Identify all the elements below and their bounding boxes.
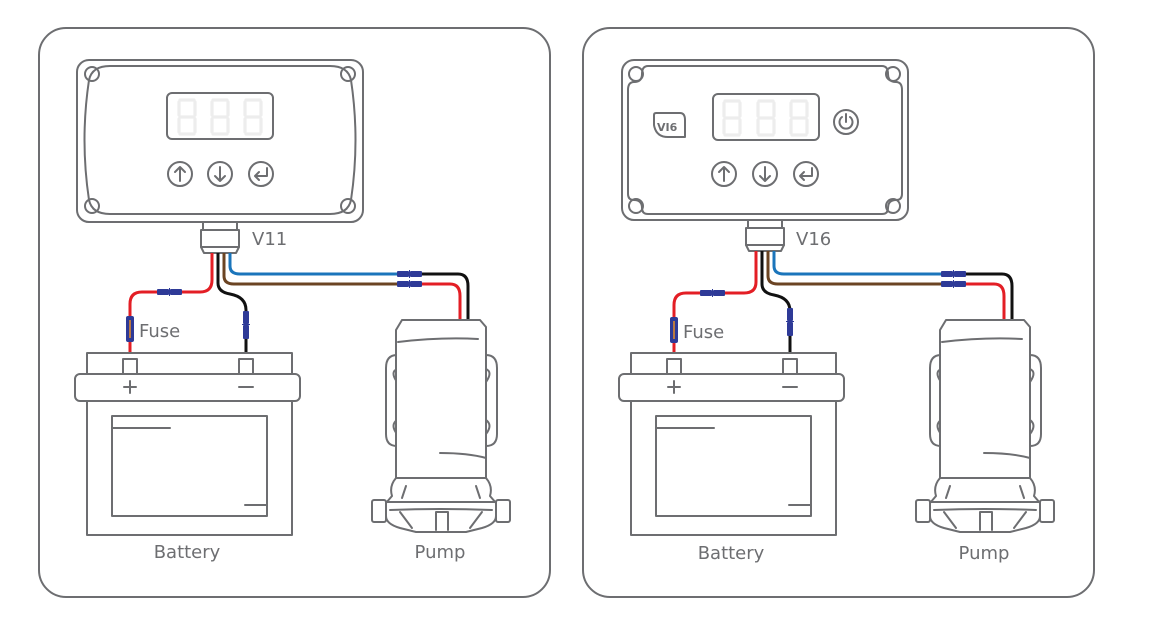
pump-label: Pump <box>415 542 466 563</box>
panel-frame <box>38 27 551 598</box>
panel-v16: VI6 <box>582 27 1095 598</box>
butt-connector <box>157 288 182 296</box>
arrow-down-icon <box>759 166 771 182</box>
fuse-label: Fuse <box>683 322 724 343</box>
wire-blue <box>772 251 944 276</box>
enter-button[interactable] <box>248 161 274 187</box>
controller-label: V16 <box>796 229 831 250</box>
mount-hole-icon <box>885 198 901 214</box>
fuse <box>670 317 678 343</box>
pump <box>915 319 1055 533</box>
wire-blue <box>228 253 400 276</box>
butt-connector <box>700 289 725 297</box>
power-icon <box>838 113 854 130</box>
butt-connector <box>941 280 966 288</box>
power-button[interactable] <box>833 109 859 135</box>
arrow-down-icon <box>214 166 226 182</box>
down-button[interactable] <box>752 161 778 187</box>
up-button[interactable] <box>711 161 737 187</box>
battery-label: Battery <box>154 542 221 563</box>
controller-v16: VI6 <box>621 59 909 252</box>
mount-hole-icon <box>340 198 356 214</box>
wire-brown <box>766 251 944 286</box>
butt-connector <box>397 280 422 288</box>
pump <box>371 319 511 533</box>
mount-hole-icon <box>885 66 901 82</box>
pump-wire-red <box>420 282 462 322</box>
pump-wire-black <box>420 272 470 322</box>
battery-label: Battery <box>698 543 765 564</box>
butt-connector <box>397 270 422 278</box>
enter-icon <box>254 167 268 181</box>
mount-hole-icon <box>84 198 100 214</box>
seven-segment-display <box>166 92 274 140</box>
butt-connector <box>941 270 966 278</box>
pump-wire-red <box>964 282 1006 322</box>
seven-segment-display <box>712 93 820 141</box>
wiring: Fuse <box>126 253 470 359</box>
enter-icon <box>799 167 813 181</box>
battery <box>618 352 845 536</box>
cable-gland <box>200 221 240 254</box>
pump-wire-black <box>964 272 1014 322</box>
controller-face <box>627 65 903 215</box>
panel-v11: V11 Fuse Battery Pump <box>38 27 551 598</box>
arrow-up-icon <box>718 166 730 182</box>
mount-hole-icon <box>628 66 644 82</box>
fuse <box>126 316 134 342</box>
mount-hole-icon <box>628 198 644 214</box>
wire-negative <box>760 251 792 359</box>
butt-connector <box>242 311 250 339</box>
cable-gland <box>745 219 785 252</box>
down-button[interactable] <box>207 161 233 187</box>
battery <box>74 352 301 536</box>
arrow-up-icon <box>174 166 186 182</box>
pump-label: Pump <box>959 543 1010 564</box>
mount-hole-icon <box>84 66 100 82</box>
v16-logo: VI6 <box>653 112 686 138</box>
enter-button[interactable] <box>793 161 819 187</box>
controller-housing <box>76 59 364 223</box>
fuse-label: Fuse <box>139 321 180 342</box>
mount-hole-icon <box>340 66 356 82</box>
controller-label: V11 <box>252 229 287 250</box>
panel-frame <box>582 27 1095 598</box>
wiring: Fuse <box>670 251 1014 359</box>
svg-text:VI6: VI6 <box>657 121 678 134</box>
wire-positive <box>128 253 214 359</box>
up-button[interactable] <box>167 161 193 187</box>
wire-brown <box>222 253 400 286</box>
wire-negative <box>216 253 248 359</box>
controller-v11: V11 <box>76 59 364 254</box>
butt-connector <box>786 308 794 336</box>
